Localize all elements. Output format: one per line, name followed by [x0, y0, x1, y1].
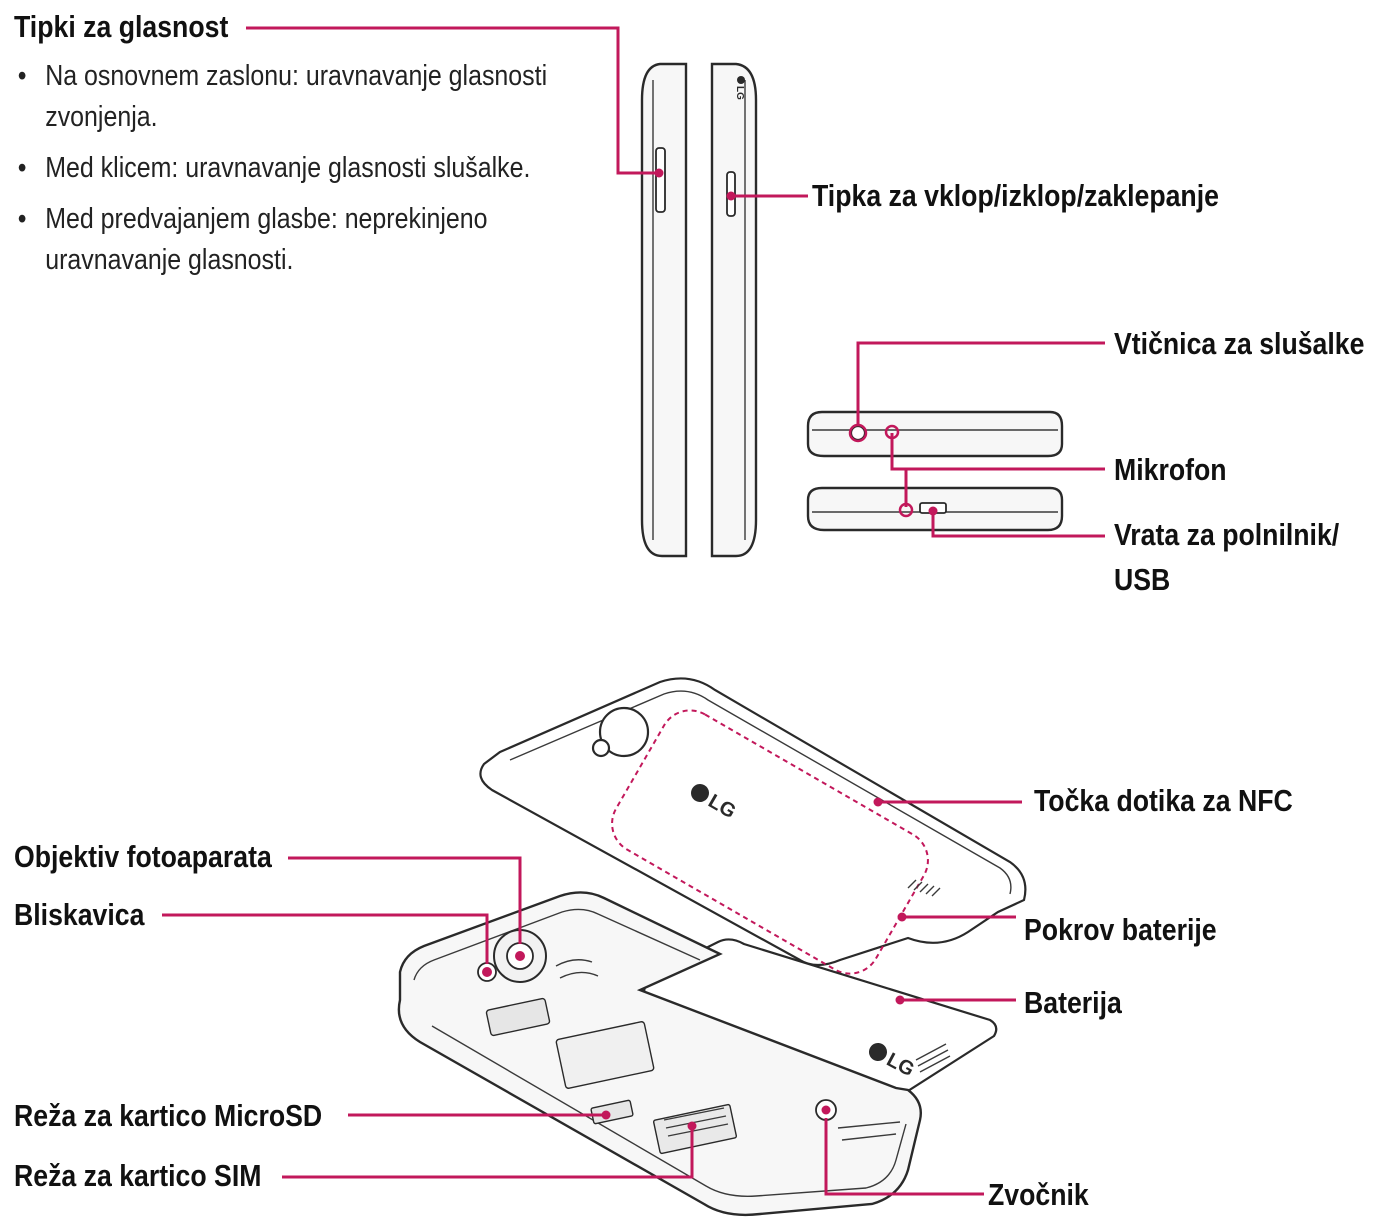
- label-power-key: Tipka za vklop/izklop/zaklepanje: [812, 178, 1219, 213]
- phone-right-side-view: LG: [710, 62, 758, 558]
- label-microsd-slot: Reža za kartico MicroSD: [14, 1098, 323, 1133]
- phone-left-side-view: [640, 62, 688, 558]
- volume-notes-list: Na osnovnem zaslonu: uravnavanje glasnos…: [16, 56, 584, 291]
- label-sim-slot: Reža za kartico SIM: [14, 1158, 262, 1193]
- label-microphone: Mikrofon: [1114, 452, 1227, 487]
- volume-keys-shape: [655, 147, 666, 213]
- cover-speaker-grille: [907, 879, 941, 897]
- cover-flash-hole: [591, 738, 611, 758]
- label-charger-port-line2: USB: [1114, 562, 1171, 597]
- side-logo: LG: [734, 76, 745, 100]
- side-logo-text: LG: [734, 86, 745, 100]
- label-camera-lens: Objektiv fotoaparata: [14, 839, 272, 874]
- callout-leaders: [162, 26, 1105, 1196]
- label-speaker: Zvočnik: [988, 1177, 1089, 1212]
- label-battery: Baterija: [1024, 985, 1122, 1020]
- volume-note-music: Med predvajanjem glasbe: neprekinjeno ur…: [16, 199, 584, 281]
- label-volume-keys: Tipki za glasnost: [14, 9, 229, 44]
- phone-body-shape: [397, 891, 922, 1217]
- label-headset-jack: Vtičnica za slušalke: [1114, 326, 1365, 361]
- label-flash: Bliskavica: [14, 897, 145, 932]
- label-charger-port-line1: Vrata za polnilnik/: [1114, 517, 1340, 552]
- label-battery-cover: Pokrov baterije: [1024, 912, 1217, 947]
- volume-note-home: Na osnovnem zaslonu: uravnavanje glasnos…: [16, 56, 584, 138]
- cover-camera-hole: [598, 706, 650, 758]
- battery-cover-shape: LG: [479, 677, 1027, 975]
- label-nfc-point: Točka dotika za NFC: [1034, 783, 1293, 818]
- phone-top-edge-view: [806, 410, 1064, 458]
- volume-note-call: Med klicem: uravnavanje glasnosti slušal…: [16, 148, 584, 189]
